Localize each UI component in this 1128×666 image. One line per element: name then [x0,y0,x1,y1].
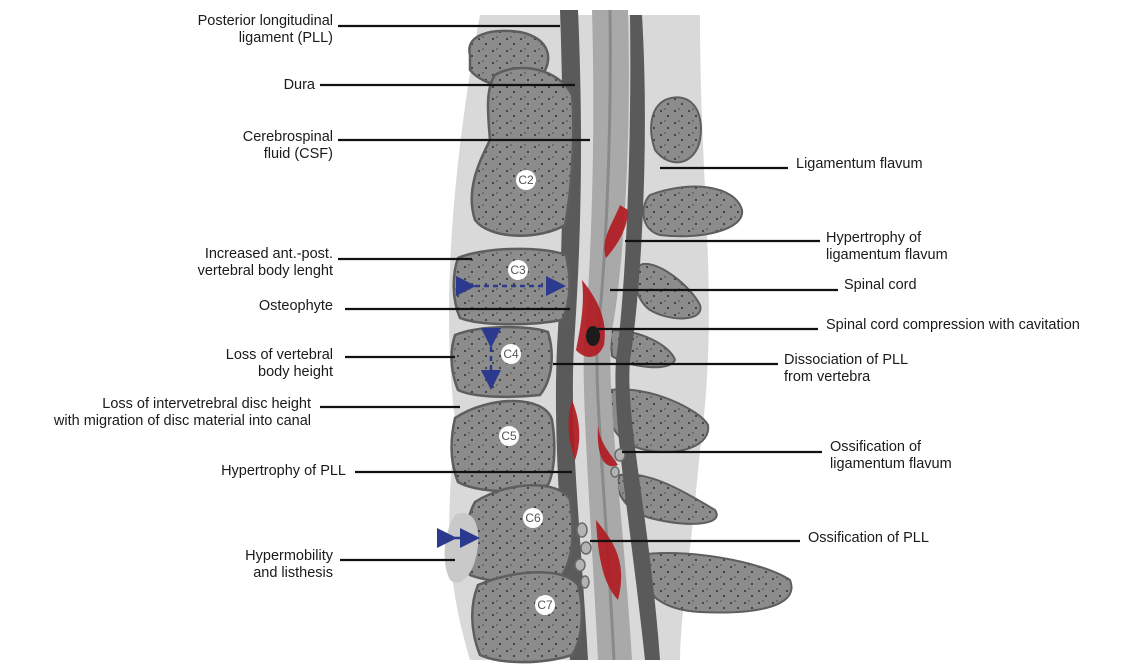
label-pll: Posterior longitudinal ligament (PLL) [198,13,333,47]
label-loss-height: Loss of vertebral body height [226,347,333,381]
label-dura: Dura [284,77,315,94]
label-ligamentum-flavum: Ligamentum flavum [796,156,923,173]
label-csf: Cerebrospinal fluid (CSF) [243,129,333,163]
vertebra-label-c3: C3 [510,263,526,277]
vertebra-label-c4: C4 [503,347,519,361]
vertebra-c4-body [452,327,552,397]
spinous-process-1 [651,97,701,162]
label-osteophyte: Osteophyte [259,298,333,315]
vertebra-c6-body [465,485,572,582]
label-antpost: Increased ant.-post. vertebral body leng… [198,246,333,280]
vertebra-label-c7: C7 [537,598,553,612]
label-ossification-lf: Ossification of ligamentum flavum [830,439,952,473]
label-disc: Loss of intervetrebral disc height with … [54,396,311,430]
spinous-process-2 [643,187,742,237]
label-hypertrophy-lf: Hypertrophy of ligamentum flavum [826,230,948,264]
label-dissociation: Dissociation of PLL from vertebra [784,352,908,386]
label-spinal-cord: Spinal cord [844,277,917,294]
vertebra-c5-body [452,401,555,491]
vertebra-label-c5: C5 [501,429,517,443]
label-ossification-pll: Ossification of PLL [808,530,929,547]
label-compression: Spinal cord compression with cavitation [826,317,1080,334]
label-hyper-pll: Hypertrophy of PLL [221,463,346,480]
cavitation [586,326,600,346]
vertebra-label-c6: C6 [525,511,541,525]
vertebra-label-c2: C2 [518,173,534,187]
vertebra-c7-body [472,572,582,662]
label-hypermobility: Hypermobility and listhesis [245,548,333,582]
